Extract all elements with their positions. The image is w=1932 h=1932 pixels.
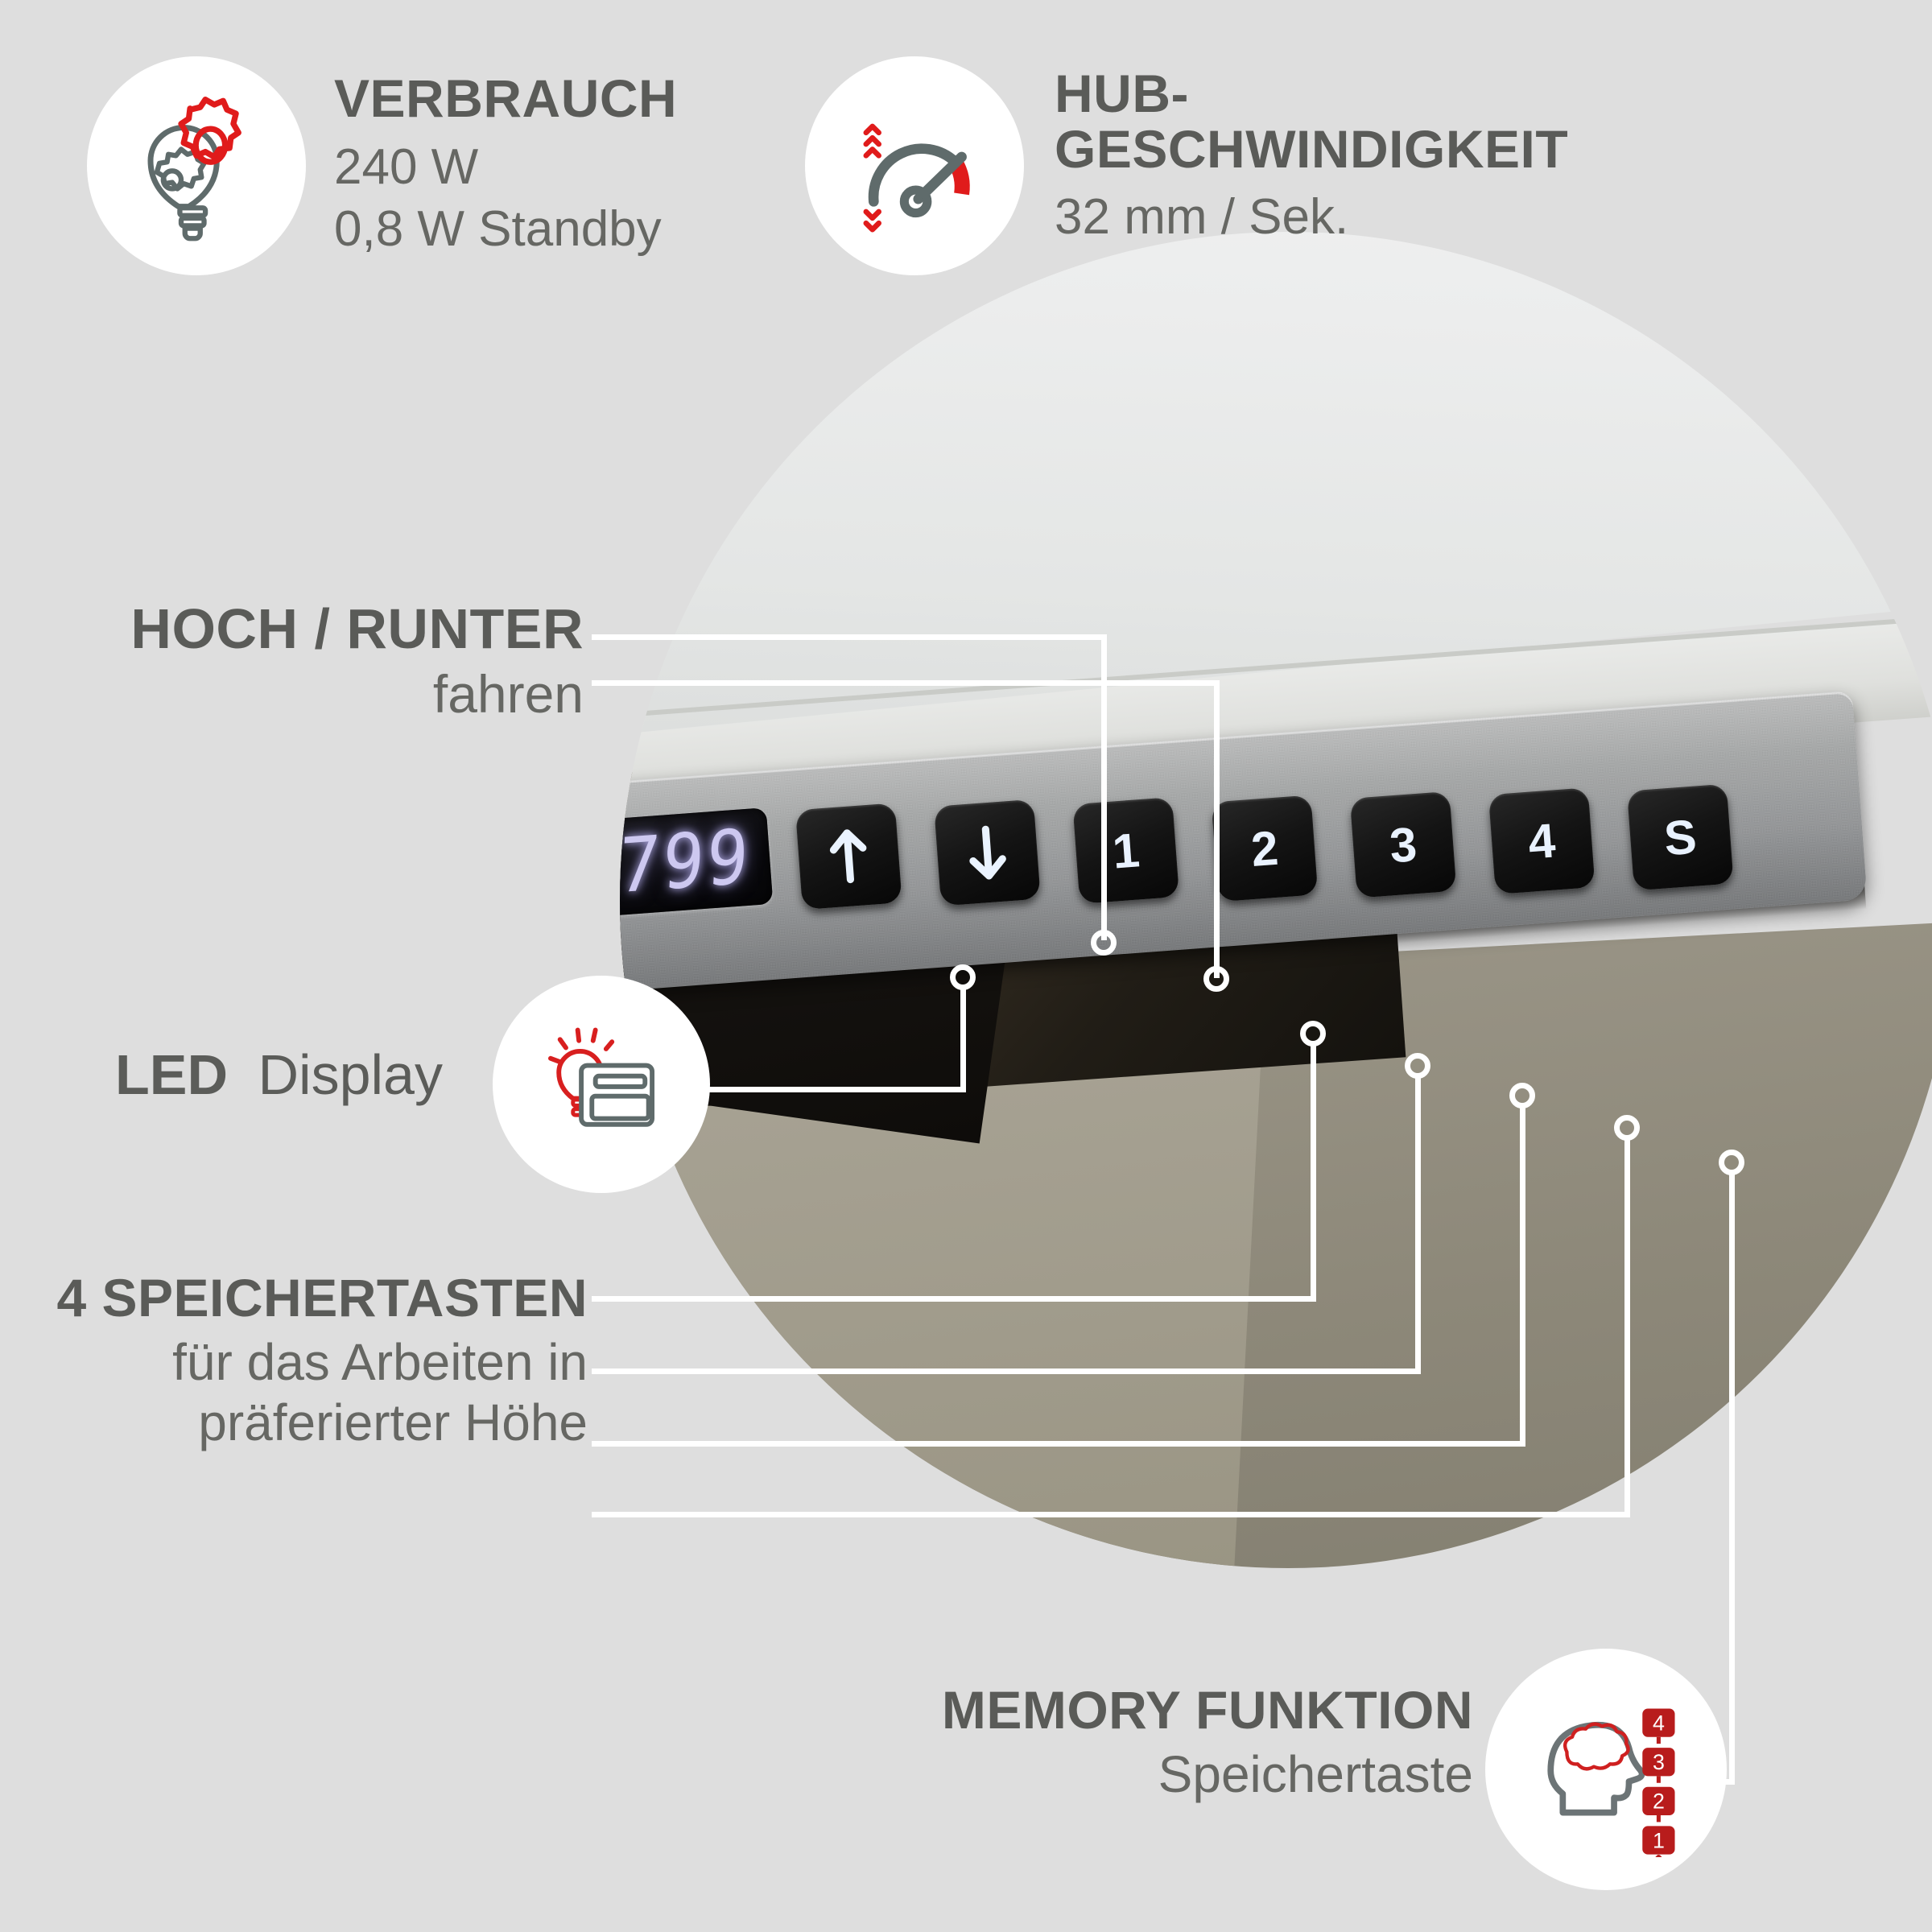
leader-led-vertical	[960, 986, 966, 1092]
key-memory-4[interactable]: 4	[1488, 787, 1596, 894]
consumption-value-2: 0,8 W Standby	[334, 201, 662, 258]
leader-dot-m4	[1614, 1115, 1640, 1141]
memory-function-text-block: MEMORY FUNKTION Speichertaste	[805, 1682, 1473, 1803]
leader-m3-horizontal	[592, 1441, 1525, 1447]
lift-speed-value: 32 mm / Sek.	[1055, 189, 1349, 246]
memory-keys-title: 4 SPEICHERTASTEN	[56, 1268, 588, 1327]
lift-speed-title-1: HUB-	[1055, 64, 1189, 123]
control-panel-housing: 799 1 2 3 4	[620, 690, 1868, 997]
leader-dot-led	[950, 964, 976, 990]
lightbulb-display-icon	[548, 1027, 654, 1127]
head-memory-icon: 4 3 2 1	[1547, 1708, 1675, 1857]
product-photo: 799 1 2 3 4	[620, 232, 1932, 1568]
leader-m4-vertical	[1624, 1137, 1630, 1517]
consumption-title: VERBRAUCH	[334, 68, 678, 128]
leader-dot-m3	[1509, 1083, 1535, 1108]
product-photo-circle: 799 1 2 3 4	[620, 232, 1932, 1568]
leader-dot-m1	[1300, 1021, 1326, 1046]
lift-speed-title-2: GESCHWINDIGKEIT	[1055, 118, 1569, 179]
leader-save-vertical	[1729, 1171, 1735, 1785]
consumption-text-block: VERBRAUCH 240 W 0,8 W Standby	[334, 71, 833, 258]
memory-function-title: MEMORY FUNKTION	[941, 1680, 1473, 1740]
led-display: 799	[620, 807, 774, 917]
memory-level-4: 4	[1653, 1711, 1665, 1735]
memory-level-1: 1	[1653, 1828, 1665, 1852]
memory-keys-line-2: präferierter Höhe	[198, 1393, 588, 1452]
badge-consumption	[87, 56, 306, 275]
key-save[interactable]: S	[1626, 783, 1734, 891]
led-display-value: 799	[620, 813, 753, 911]
leader-m1-vertical	[1311, 1042, 1316, 1302]
led-display-label-bold: LED	[115, 1043, 229, 1106]
leader-dot-save	[1719, 1150, 1744, 1175]
leader-up-vertical	[1101, 634, 1107, 940]
badge-led-display	[493, 976, 710, 1193]
led-display-label-light: Display	[258, 1043, 443, 1106]
up-down-title: HOCH / RUNTER	[130, 597, 584, 660]
lift-speed-text-block: HUB- GESCHWINDIGKEIT 32 mm / Sek.	[1055, 66, 1715, 246]
leader-m2-horizontal	[592, 1368, 1421, 1374]
lightbulb-gear-icon	[147, 97, 242, 242]
leader-up-horizontal	[592, 634, 1107, 640]
leader-dot-up-key	[1091, 930, 1117, 956]
leader-m3-vertical	[1520, 1104, 1525, 1447]
memory-function-subtitle: Speichertaste	[1158, 1744, 1473, 1803]
led-display-text-block: LED Display	[72, 1042, 443, 1107]
badge-lift-speed	[805, 56, 1024, 275]
arrow-up-icon	[829, 829, 867, 884]
arrow-down-icon	[969, 825, 1006, 880]
key-memory-3[interactable]: 3	[1349, 791, 1457, 898]
leader-led-horizontal	[700, 1087, 966, 1092]
badge-memory-function: 4 3 2 1	[1485, 1649, 1727, 1890]
leader-dot-m2	[1405, 1053, 1430, 1079]
leader-m4-horizontal	[592, 1512, 1630, 1517]
key-down[interactable]	[934, 799, 1041, 906]
leader-m2-vertical	[1415, 1075, 1421, 1374]
leader-down-horizontal	[592, 680, 1220, 686]
up-down-text-block: HOCH / RUNTER fahren	[85, 600, 584, 724]
memory-level-2: 2	[1653, 1790, 1665, 1814]
speedometer-icon	[863, 123, 970, 233]
memory-level-3: 3	[1653, 1750, 1665, 1774]
leader-dot-down-key	[1203, 966, 1229, 992]
leader-down-vertical	[1214, 680, 1220, 978]
key-memory-1[interactable]: 1	[1072, 797, 1180, 904]
key-memory-2[interactable]: 2	[1211, 795, 1319, 902]
up-down-subtitle: fahren	[432, 663, 584, 724]
leader-m1-horizontal	[592, 1296, 1316, 1302]
memory-keys-line-1: für das Arbeiten in	[172, 1332, 588, 1391]
key-up[interactable]	[795, 803, 902, 910]
consumption-value-1: 240 W	[334, 138, 479, 195]
memory-keys-text-block: 4 SPEICHERTASTEN für das Arbeiten in prä…	[32, 1270, 588, 1452]
